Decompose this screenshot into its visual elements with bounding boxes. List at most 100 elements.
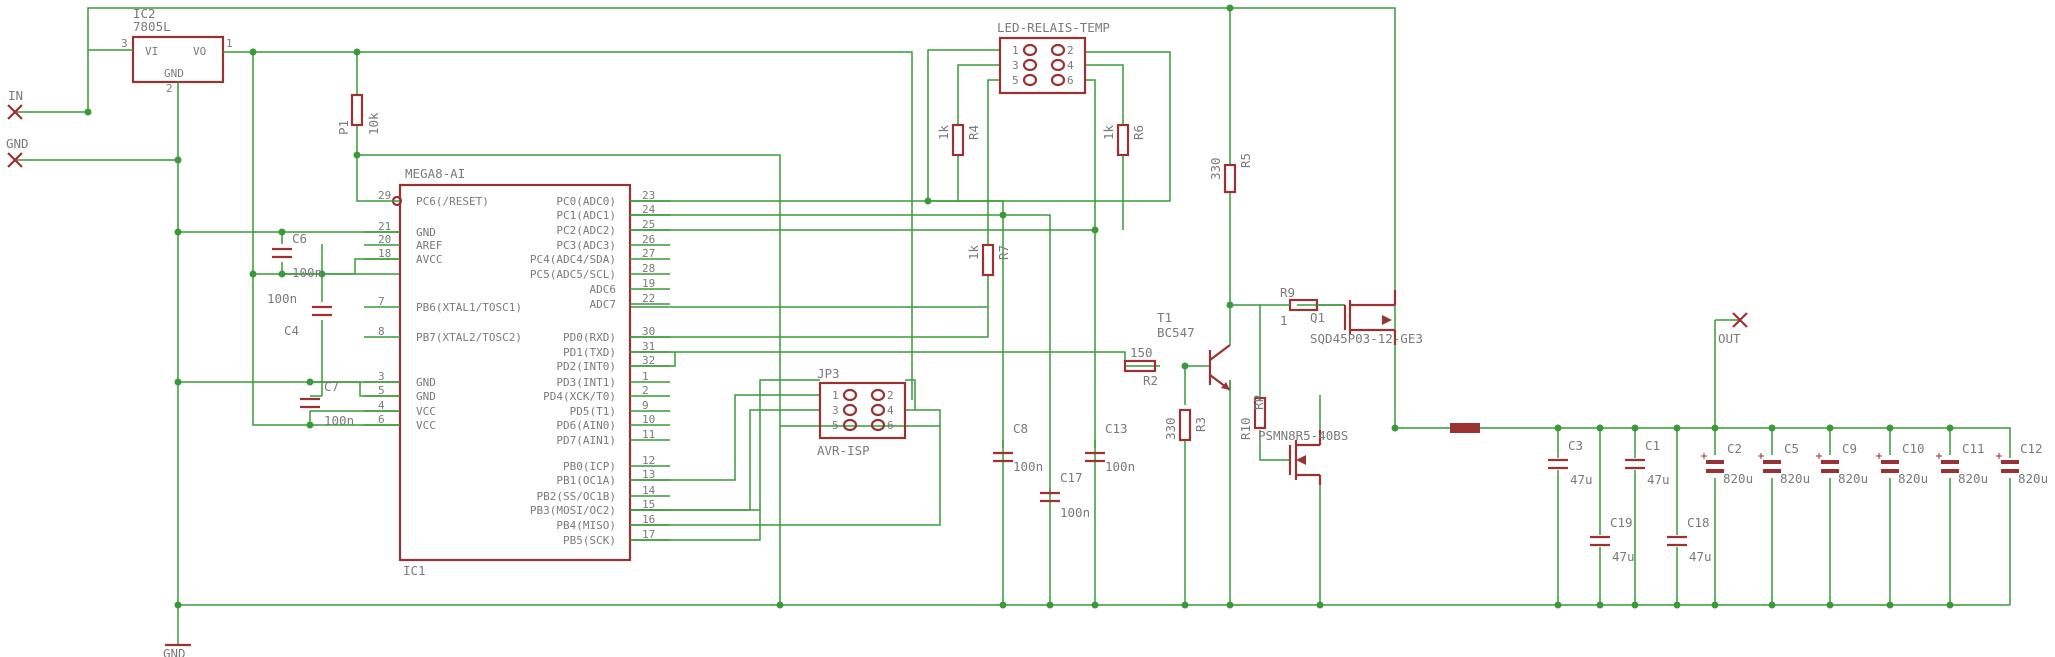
capacitor-name: C12	[2020, 441, 2043, 456]
mcu-pin-label: GND	[416, 390, 436, 403]
transistor-q2-value: PSMN8R5-40BS	[1258, 428, 1348, 443]
port-gnd-bottom-label: GND	[163, 646, 186, 657]
resistor-r3-body	[1178, 408, 1192, 442]
wire-vcc-left	[252, 52, 310, 426]
header-jp3-avr-isp[interactable]: JP3 AVR-ISP 1 2 3 4 5 6	[817, 366, 907, 458]
capacitor-value: 100n	[267, 291, 297, 306]
led-header-body	[998, 36, 1087, 95]
led-pin-6: 6	[1067, 74, 1074, 87]
resistor-r6-body	[1116, 123, 1130, 157]
resistor-r7[interactable]: 1k R7	[966, 243, 1011, 277]
port-gnd-bottom[interactable]: GND	[163, 643, 191, 657]
regulator-value: 7805L	[133, 19, 171, 34]
isp-pin-4: 4	[887, 404, 894, 417]
transistor-t1[interactable]: T1 BC547	[1157, 310, 1231, 391]
resistor-r6[interactable]: 1k R6	[1101, 123, 1146, 157]
mcu-right-pins: 23PC0(ADC0)24PC1(ADC1)25PC2(ADC2)26PC3(A…	[530, 189, 670, 547]
capacitor-c4[interactable]: C4 100n	[267, 291, 332, 338]
resistor-r6-value: 1k	[1101, 124, 1116, 140]
regulator-pin-gnd: GND	[164, 67, 184, 80]
mcu-pin-label: GND	[416, 376, 436, 389]
capacitor-name: C4	[284, 323, 299, 338]
mosfet-q1[interactable]: Q1 SQD45P03-12-GE3	[1310, 290, 1423, 346]
isp-pin-5: 5	[832, 419, 839, 432]
mcu-pin-number: 16	[642, 513, 655, 526]
mosfet-q2[interactable]: PSMN8R5-40BS	[1258, 428, 1348, 485]
wire-output-caps	[1557, 428, 1951, 605]
mcu-pin-label: PC5(ADC5/SCL)	[530, 268, 616, 281]
resistor-r5[interactable]: 330 R5	[1208, 153, 1253, 194]
header-led-relais-temp[interactable]: LED-RELAIS-TEMP 1 2 3 4 5 6	[997, 20, 1110, 95]
capacitor-name: C18	[1687, 515, 1710, 530]
resistor-p1-value: 10k	[366, 112, 381, 135]
resistor-r9[interactable]: R9 1	[1260, 285, 1345, 328]
mcu-pin-number: 13	[642, 468, 655, 481]
capacitor-value: 100n	[1060, 505, 1090, 520]
transistor-q1-value: SQD45P03-12-GE3	[1310, 331, 1423, 346]
port-gnd-left[interactable]: GND	[6, 136, 29, 168]
resistor-r2[interactable]: 150 R2	[1123, 345, 1158, 388]
mcu-pin-label: PC0(ADC0)	[556, 195, 616, 208]
mcu-pin-number: 14	[642, 484, 656, 497]
mcu-pin-number: 21	[378, 220, 391, 233]
resistor-r4[interactable]: 1k R4	[936, 123, 981, 157]
port-in-label: IN	[8, 88, 23, 103]
led-pin-1: 1	[1012, 44, 1019, 57]
resistor-r4-body	[951, 123, 965, 157]
mcu-pin-label: PD3(INT1)	[556, 376, 616, 389]
led-header-name: LED-RELAIS-TEMP	[997, 20, 1110, 35]
mcu-pin-label: VCC	[416, 405, 436, 418]
capacitor-icon	[1590, 535, 1610, 547]
regulator-pin3-num: 3	[121, 37, 128, 50]
port-out[interactable]: OUT	[1718, 312, 1748, 346]
capacitor-value: 820u	[1838, 471, 1868, 486]
wire-led-lower	[987, 79, 1096, 245]
resistor-r3[interactable]: 330 R3	[1163, 408, 1208, 442]
emitter-arrow-icon	[1221, 382, 1230, 390]
polarity-plus-icon	[1996, 453, 2002, 459]
mcu-pin-label: PC6(/RESET)	[416, 195, 489, 208]
regulator-pin1-num: 1	[226, 37, 233, 50]
wire-reset-pin	[356, 155, 364, 202]
resistor-p1[interactable]: P1 10k	[336, 93, 381, 135]
regulator-name: IC2	[133, 6, 156, 21]
mcu-pin-number: 6	[378, 413, 385, 426]
resistor-p1-body	[350, 93, 364, 127]
isp-pin-2: 2	[887, 389, 894, 402]
electrolytic-capacitor-icon	[1881, 460, 1899, 473]
mcu-pin-number: 12	[642, 454, 655, 467]
mcu-pin-label: PB5(SCK)	[563, 534, 616, 547]
mcu-pin-label: ADC7	[590, 298, 617, 311]
regulator-ic2[interactable]: IC2 7805L VI VO GND 3 1 2	[120, 6, 235, 95]
polarity-plus-icon	[1876, 453, 1882, 459]
resistor-r10-value: RP	[1251, 395, 1266, 410]
polarity-plus-icon	[1816, 453, 1822, 459]
capacitor-value: 100n	[1105, 459, 1135, 474]
polarity-plus-icon	[1936, 453, 1942, 459]
port-in[interactable]: IN	[7, 88, 23, 120]
fuse-icon[interactable]	[1450, 423, 1480, 433]
capacitor-icon	[1040, 491, 1060, 503]
mcu-pin-label: PB1(OC1A)	[556, 474, 616, 487]
resistor-r10[interactable]: R10 RP	[1238, 395, 1267, 440]
mcu-pin-number: 18	[378, 247, 391, 260]
wire-q2	[1259, 395, 1321, 605]
mcu-pin-number: 23	[642, 189, 655, 202]
